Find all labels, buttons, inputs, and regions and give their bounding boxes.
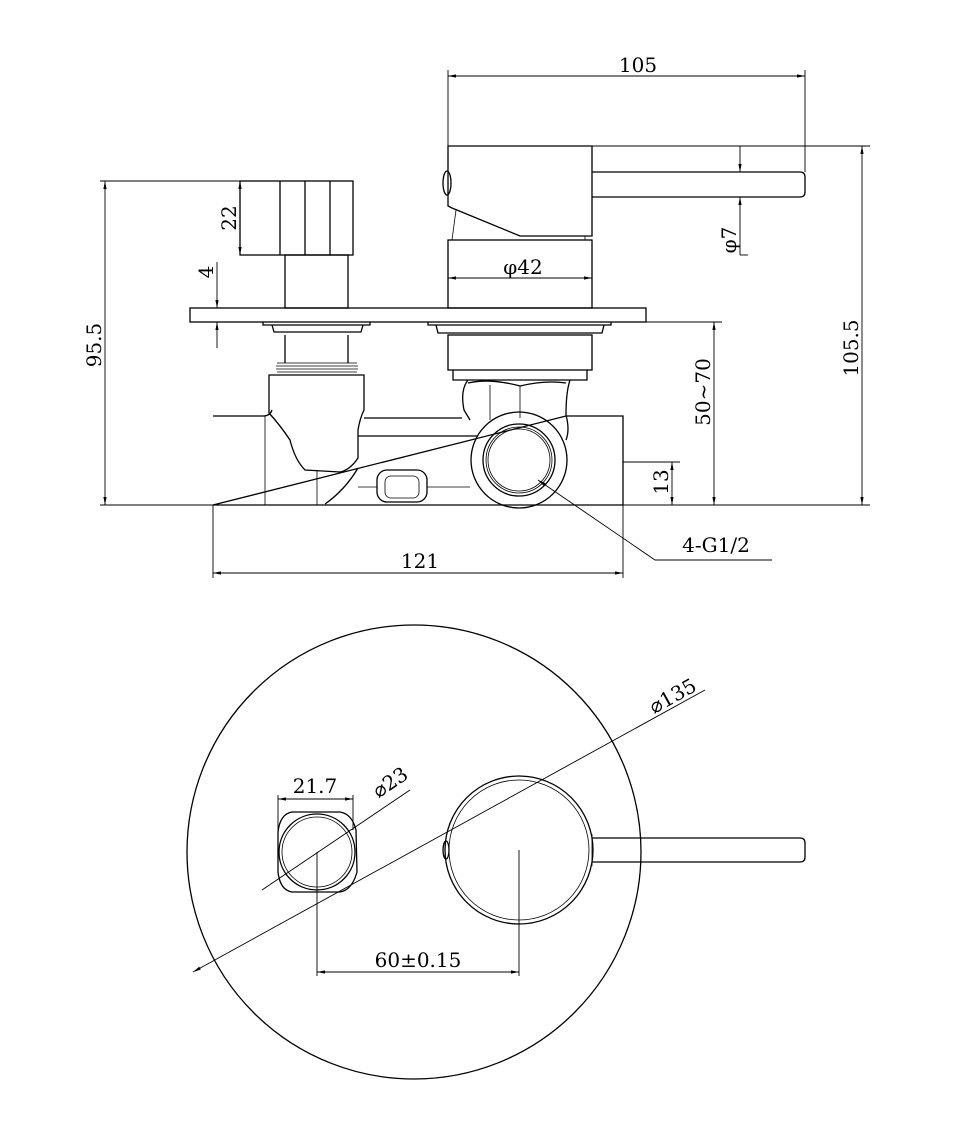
side-view: 105 22 4 95.5 φ42 φ7 105.5 50~70 (82, 53, 870, 578)
dim-phi7: φ7 (717, 227, 741, 254)
dim-21-7: 21.7 (293, 774, 338, 798)
left-stem (268, 335, 365, 473)
right-flange (427, 322, 612, 334)
mixer-handle (442, 145, 806, 309)
dim-phi42: φ42 (503, 255, 542, 279)
outlet-callout: 4-G1/2 (682, 533, 750, 557)
dimensions-side: 105 22 4 95.5 φ42 φ7 105.5 50~70 (82, 53, 870, 578)
dim-95-5: 95.5 (82, 323, 106, 368)
valve-body (212, 409, 624, 509)
dim-121: 121 (401, 549, 439, 573)
dim-60: 60±0.15 (375, 948, 462, 972)
left-flange (262, 322, 371, 333)
front-view: ⌀135 21.7 ⌀23 60±0.15 (186, 624, 806, 1080)
dim-22: 22 (217, 205, 241, 230)
lever (592, 171, 806, 198)
dim-13: 13 (649, 469, 673, 494)
dim-50-70: 50~70 (691, 358, 715, 426)
dim-105-5: 105.5 (839, 319, 863, 376)
outlet-port (470, 411, 568, 509)
cover-plate-circle (186, 624, 642, 1080)
diverter-cap (239, 180, 354, 309)
cover-plate (189, 307, 647, 323)
mixer-handle-front (442, 775, 806, 925)
right-stem (447, 334, 593, 441)
dim-phi135: ⌀135 (645, 673, 701, 718)
dim-4: 4 (194, 266, 218, 279)
dim-phi23: ⌀23 (368, 762, 413, 803)
dim-105: 105 (619, 53, 657, 77)
